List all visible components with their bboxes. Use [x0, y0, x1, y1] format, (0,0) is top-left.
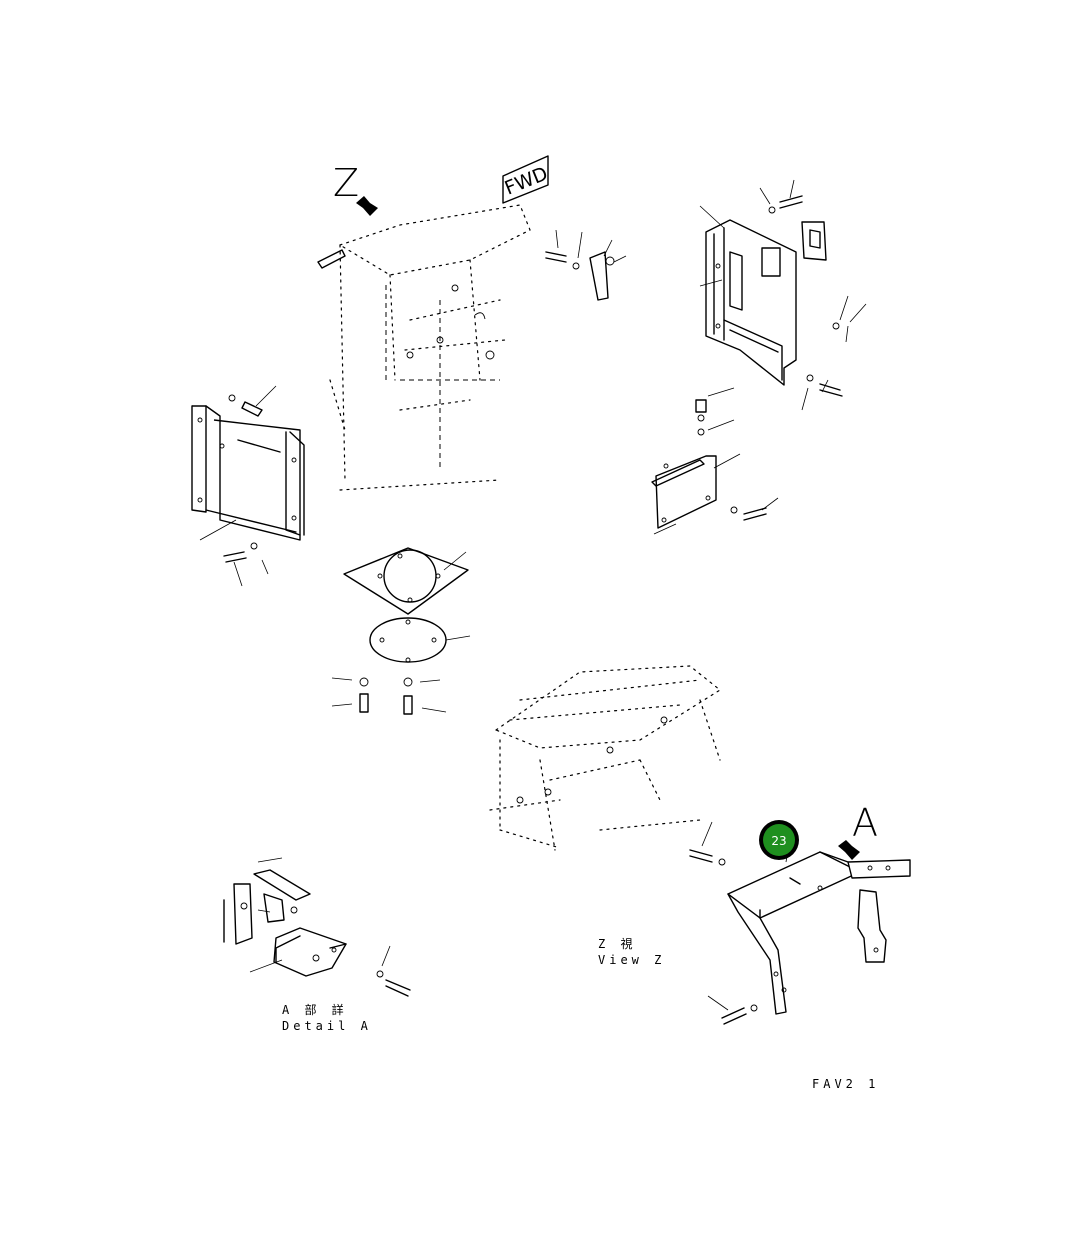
view-a-arrow-icon	[838, 840, 860, 860]
left-side-panel	[191, 385, 305, 587]
view-z-letter: Z	[333, 161, 359, 205]
right-lower-plate	[651, 453, 779, 535]
view-z-arrow-icon	[356, 196, 378, 216]
fwd-sign: FWD	[502, 155, 551, 204]
detail-a-caption-line1: A 部 詳	[282, 1002, 348, 1017]
upper-bracket-bolts	[545, 229, 627, 301]
view-arrow-z: Z	[333, 161, 378, 216]
cover-bolts	[331, 677, 447, 715]
round-cover	[369, 617, 471, 663]
part-callout-23-number: 23	[771, 834, 786, 848]
mounting-plate	[343, 547, 469, 615]
view-arrow-a: A	[838, 801, 878, 860]
detail-a-caption-line2: Detail A	[282, 1019, 372, 1033]
detail-a-assembly	[223, 857, 411, 997]
engine-phantom-upper	[317, 204, 531, 491]
view-z-caption: Z 視 View Z	[598, 936, 665, 967]
part-callout-23[interactable]: 23	[759, 820, 799, 860]
engine-phantom-lower	[489, 665, 722, 851]
view-a-letter: A	[852, 801, 878, 845]
view-z-caption-line1: Z 視	[598, 936, 636, 951]
view-z-caption-line2: View Z	[598, 953, 665, 967]
right-upper-panel	[695, 179, 867, 436]
support-bracket	[689, 821, 911, 1025]
detail-a-caption: A 部 詳 Detail A	[282, 1002, 372, 1033]
drawing-code: FAV2 1	[812, 1077, 879, 1091]
